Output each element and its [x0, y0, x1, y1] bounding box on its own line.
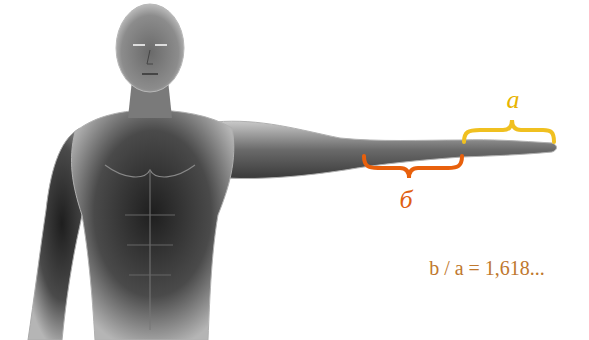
brace-b: [364, 156, 462, 178]
ratio-formula: b / a = 1,618...: [429, 257, 545, 280]
dimension-label: б: [399, 185, 412, 215]
dimension-label: a: [507, 85, 520, 115]
brace-a: [464, 120, 554, 142]
